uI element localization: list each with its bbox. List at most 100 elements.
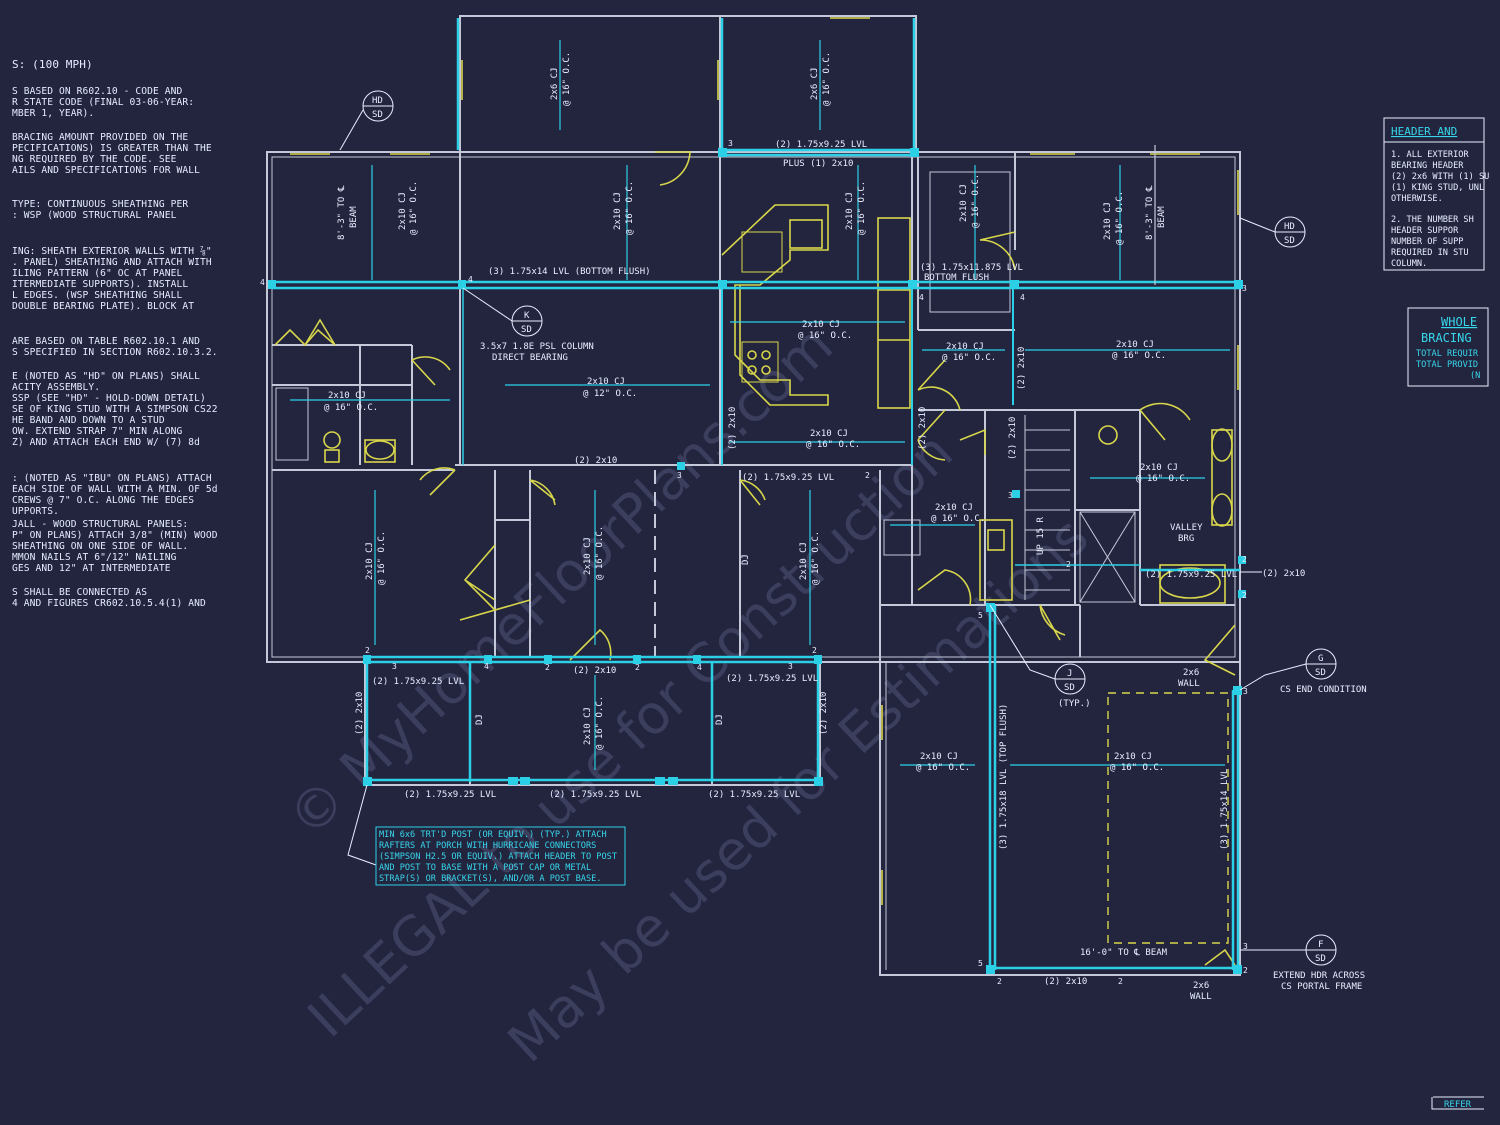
porch-joist-left: 2x6 CJ (550, 67, 560, 100)
beam-left-label-b: BEAM (349, 206, 359, 228)
num-2-porch-d: 2 (812, 646, 817, 655)
left-note-line: SHEATHING ON ONE SIDE OF WALL. (12, 541, 189, 552)
wall-2x6-label-a: 2x6 (1183, 668, 1199, 678)
left-note-line: SSP (SEE "HD" - HOLD-DOWN DETAIL) (12, 393, 206, 404)
left-note-line: P" ON PLANS) ATTACH 3/8" (MIN) WOOD (12, 530, 218, 541)
callout-f-top: F (1318, 940, 1323, 950)
left-note-line: S SHALL BE CONNECTED AS (12, 587, 148, 598)
living-joist: 2x10 CJ (587, 377, 625, 387)
left-note-line: NG REQUIRED BY THE CODE. SEE (12, 154, 177, 165)
bath-joist: 2x10 CJ (328, 391, 366, 401)
porch-lvl-3: (2) 1.75x9.25 LVL (404, 790, 496, 800)
left-note-line: E (NOTED AS "HD" ON PLANS) SHALL (12, 371, 201, 382)
garage-wall-2x6-a: 2x6 (1193, 981, 1209, 991)
bed2-spacing: @ 16" O.C. (377, 531, 387, 585)
walls (266, 15, 1241, 976)
post-note-line-5: STRAP(S) OR BRACKET(S), AND/OR A POST BA… (379, 874, 601, 884)
garage-joist-right: 2x10 CJ (1114, 752, 1152, 762)
num-3-right: 3 (1242, 284, 1247, 293)
num-5-garage-top: 5 (978, 611, 983, 620)
beam-right-label-b: BEAM (1157, 206, 1167, 228)
lvl-right-label: (2) 1.75x9.25 LVL (1145, 570, 1237, 580)
master-bed-spacing: @ 16" O.C. (1112, 351, 1166, 361)
master-joist: 2x10 CJ (1103, 202, 1113, 240)
num-4-porch-b: 4 (697, 663, 702, 672)
dining-joist: 2x10 CJ (613, 192, 623, 230)
laundry-spacing: @ 16" O.C. (942, 353, 996, 363)
header-note-line-8: NUMBER OF SUPP (1391, 237, 1463, 247)
left-note-line: TYPE: CONTINUOUS SHEATHING PER (12, 199, 189, 210)
header-note-line-3: (2) 2x6 WITH (1) SU (1391, 172, 1489, 182)
beam-right-label: 8'-3" TO ℄ (1145, 185, 1155, 240)
callout-k-bottom: SD (521, 325, 532, 335)
bracing-line-3: (N (1470, 371, 1480, 381)
left-note-line: UPPORTS. (12, 506, 60, 517)
porch-lvl-2: (2) 1.75x9.25 LVL (726, 674, 818, 684)
bed1-joist: 2x10 CJ (398, 192, 408, 230)
callout-hd-top-bottom: SD (372, 110, 383, 120)
kitchen-top-spacing: @ 16" O.C. (857, 181, 867, 235)
callout-hd-top-top: HD (372, 96, 383, 106)
post-note-line-2: RAFTERS AT PORCH WITH HURRICANE CONNECTO… (379, 841, 596, 851)
callout-hd-right-bottom: SD (1284, 236, 1295, 246)
callout-j-bottom: SD (1064, 683, 1075, 693)
porch-lvl-1: (2) 1.75x9.25 LVL (372, 677, 464, 687)
porch-lvl-4: (2) 1.75x9.25 LVL (549, 790, 641, 800)
master-spacing: @ 16" O.C. (1115, 191, 1125, 245)
header-note-line-6: 2. THE NUMBER SH (1391, 215, 1474, 225)
porch-2x10-a: (2) 2x10 (573, 666, 616, 676)
garage-wall-2x6-b: WALL (1190, 992, 1212, 1002)
left-note-line: S BASED ON R602.10 - CODE AND (12, 86, 183, 97)
num-2-right-b: 2 (1242, 591, 1247, 600)
header-note-line-10: COLUMN. (1391, 259, 1427, 269)
psl-label-2: DIRECT BEARING (492, 353, 568, 363)
laundry-joist: 2x10 CJ (946, 342, 984, 352)
bracing-line-1: TOTAL REQUIR (1416, 349, 1479, 359)
porch-dj-left: DJ (475, 714, 485, 725)
garage-spacing-left: @ 16" O.C. (916, 763, 970, 773)
kitchen-joist: 2x10 CJ (802, 320, 840, 330)
garage-lvl-right: (3) 1.75x14 LVL (1220, 769, 1230, 850)
left-note-line: JALL - WOOD STRUCTURAL PANELS: (12, 519, 189, 530)
left-note-line: SE OF KING STUD WITH A SIMPSON CS22 (12, 404, 218, 415)
plan-labels: HD SD HD SD K SD J SD G SD F SD 2x6 CJ @… (260, 52, 1367, 1002)
header-note-line-7: HEADER SUPPOR (1391, 226, 1459, 236)
left-note-line: ACITY ASSEMBLY. (12, 382, 101, 393)
porch-lvl-5: (2) 1.75x9.25 LVL (708, 790, 800, 800)
kitchen-top-joist: 2x10 CJ (845, 192, 855, 230)
left-note-line: GES AND 12" AT INTERMEDIATE (12, 563, 171, 574)
lvl-bottom-flush-label: (3) 1.75x14 LVL (BOTTOM FLUSH) (488, 267, 651, 277)
bottom-flush-label: BOTTOM FLUSH (924, 273, 989, 283)
header-note-line-2: BEARING HEADER (1391, 161, 1464, 171)
left-note-line: PECIFICATIONS) IS GREATER THAN THE (12, 143, 212, 154)
psl-label-1: 3.5x7 1.8E PSL COLUMN (480, 342, 594, 352)
left-note-line: ITERMEDIATE SUPPORTS). INSTALL (12, 279, 189, 290)
num-2-porch-a: 2 (365, 646, 370, 655)
left-note-line: S SPECIFIED IN SECTION R602.10.3.2. (12, 347, 218, 358)
garage-joist-left: 2x10 CJ (920, 752, 958, 762)
nook-spacing: @ 16" O.C. (806, 440, 860, 450)
header-note-line-4: (1) KING STUD, UNL (1391, 183, 1484, 193)
left-note-line: : WSP (WOOD STRUCTURAL PANEL (12, 210, 177, 221)
left-note-line: Z) AND ATTACH EACH END W/ (7) 8d (12, 437, 201, 448)
num-2-stair: 2 (1066, 560, 1071, 569)
hdr-2x10-vertical-b: (2) 2x10 (728, 407, 738, 450)
plus-2x10-label: PLUS (1) 2x10 (783, 159, 853, 169)
living-spacing: @ 12" O.C. (583, 389, 637, 399)
closet-joist: 2x10 CJ (959, 184, 969, 222)
bed4-spacing: @ 16" O.C. (811, 531, 821, 585)
hdr-2x10-vertical-c: (2) 2x10 (918, 407, 928, 450)
joist-arrows (290, 40, 1230, 770)
refer-label: REFER (1444, 1100, 1472, 1110)
dining-spacing: @ 16" O.C. (625, 181, 635, 235)
num-4-left: 4 (260, 278, 265, 287)
left-notes-panel: S: (100 MPH)S BASED ON R602.10 - CODE AN… (0, 0, 262, 620)
num-3-garage-b: 3 (1243, 942, 1248, 951)
columns (268, 148, 1246, 974)
mbath-spacing: @ 16" O.C. (1136, 474, 1190, 484)
num-2-garage-c: 2 (1243, 966, 1248, 975)
left-note-line: . PANEL) SHEATHING AND ATTACH WITH (12, 257, 212, 268)
num-3-top: 3 (728, 139, 733, 148)
watermark: © MyHomeFloorPlans.com ILLEGAL to use fo… (276, 313, 1100, 1074)
